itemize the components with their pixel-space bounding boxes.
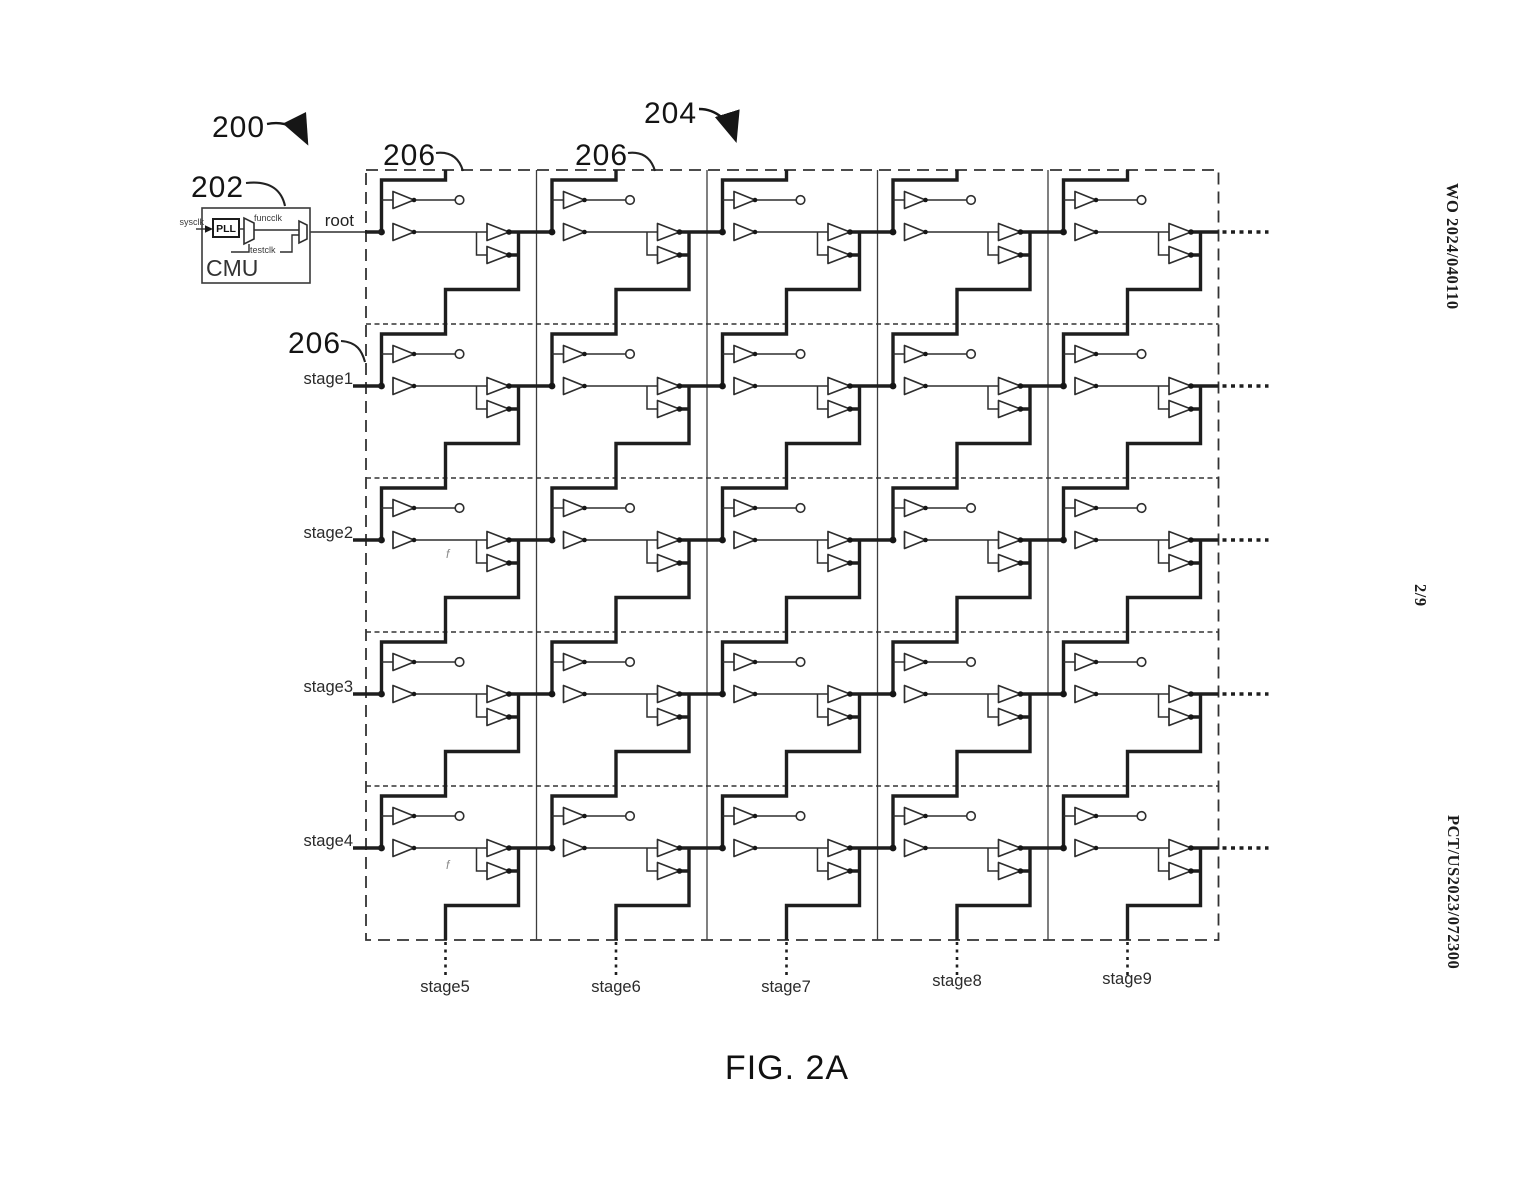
clock-cell-r1c1 [536, 324, 707, 478]
clock-cell-r1c4 [1048, 324, 1219, 478]
callout-206-top-mid: 206 [575, 139, 629, 172]
root-net-label: root [324, 211, 354, 230]
clock-cell-r2c4 [1048, 478, 1219, 632]
margin-sheet-number: 2/9 [1411, 584, 1430, 607]
clock-cell-r3c1 [536, 632, 707, 786]
clock-cell-r1c2 [707, 324, 878, 478]
sysclk-label: sysclk [179, 217, 205, 227]
grid-frame [365, 169, 1220, 941]
clock-cell-r1c3 [877, 324, 1048, 478]
col-label-stage6: stage6 [591, 978, 641, 996]
pll-label: PLL [216, 223, 236, 235]
clock-cell-r3c4 [1048, 632, 1219, 786]
clock-cell-r2c0 [378, 478, 537, 632]
clock-cell-r4c4 [1048, 786, 1219, 940]
callout-206-row1: 206 [288, 327, 342, 360]
cmu-block-label: CMU [206, 255, 259, 281]
clock-cell-r3c3 [877, 632, 1048, 786]
callout-200: 200 [212, 111, 266, 144]
clock-cell-r2c2 [707, 478, 878, 632]
funcclk-label: funcclk [254, 213, 283, 223]
clock-cell-r0c2 [707, 170, 878, 324]
callout-204: 204 [644, 97, 698, 130]
clock-cell-r3c0 [378, 632, 537, 786]
clock-cell-r0c3 [877, 170, 1048, 324]
row-label-stage2: stage2 [303, 524, 353, 542]
dotted-continuations [444, 230, 1269, 976]
clock-cell-r1c0 [378, 324, 537, 478]
row-label-stage3: stage3 [303, 678, 353, 696]
col-label-stage9: stage9 [1102, 970, 1152, 988]
scan-artifact-1: f [446, 547, 450, 561]
clock-cell-r0c0 [378, 170, 537, 324]
col-label-stage7: stage7 [761, 978, 811, 996]
cmu-block [196, 207, 311, 284]
clock-cell-r4c2 [707, 786, 878, 940]
row-label-stage4: stage4 [303, 832, 353, 850]
callout-206-top-left: 206 [383, 139, 437, 172]
scan-artifact-2: f [446, 858, 450, 872]
col-label-stage5: stage5 [420, 978, 470, 996]
clock-cell-r4c1 [536, 786, 707, 940]
clock-cell-r2c3 [877, 478, 1048, 632]
figure-caption: FIG. 2A [724, 1049, 850, 1087]
clock-cell-r3c2 [707, 632, 878, 786]
clock-cell-r0c4 [1048, 170, 1219, 324]
clock-cell-r4c3 [877, 786, 1048, 940]
callout-202: 202 [191, 171, 245, 204]
margin-application-number: PCT/US2023/072300 [1444, 815, 1463, 970]
row-label-stage1: stage1 [303, 370, 353, 388]
margin-publication-number: WO 2024/040110 [1443, 183, 1462, 310]
row-feeds [307, 230, 382, 850]
clock-cell-r4c0 [378, 786, 537, 940]
clock-cell-r0c1 [536, 170, 707, 324]
callout-leaders [245, 107, 740, 363]
col-label-stage8: stage8 [932, 972, 982, 990]
testclk-label: testclk [250, 245, 276, 255]
clock-cell-r2c1 [536, 478, 707, 632]
